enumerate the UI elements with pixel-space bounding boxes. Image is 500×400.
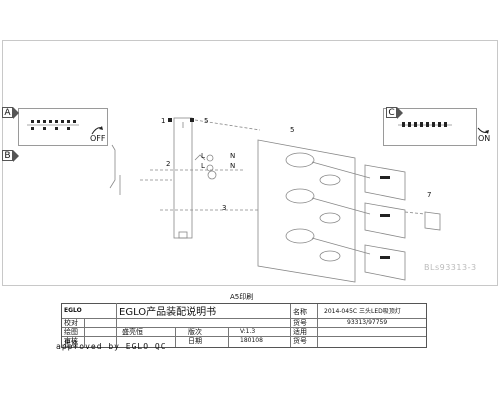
item-no-label: 货号 bbox=[293, 319, 307, 327]
version-value: V:1.3 bbox=[240, 328, 256, 335]
item-no: 93313/97759 bbox=[347, 319, 388, 326]
callout-5-marker: 5 bbox=[290, 126, 295, 134]
name-label: 名称 bbox=[293, 308, 307, 316]
terminal-l-top: L bbox=[201, 152, 205, 160]
drawing-watermark: BLs93313-3 bbox=[424, 263, 477, 272]
item-no-label-2: 货号 bbox=[293, 337, 307, 345]
assembly-drawing bbox=[109, 117, 441, 283]
panel-a bbox=[18, 108, 108, 146]
callout-7: 7 bbox=[427, 191, 432, 199]
eglo-logo: EGLO bbox=[64, 307, 82, 314]
panel-c-state: ON bbox=[478, 134, 491, 143]
callout-1: 1 bbox=[161, 117, 166, 125]
title-block: EGLO EGLO产品装配说明书 校对 名称 2014-045C 三头LED吸顶… bbox=[61, 303, 427, 348]
approved-by: approved by EGLO QC bbox=[56, 342, 167, 351]
panel-c-pointer-icon bbox=[397, 107, 403, 119]
drawn-by: 盛亮恒 bbox=[122, 328, 143, 336]
panel-a-pointer-icon bbox=[13, 107, 19, 119]
switch-dots-icon bbox=[27, 120, 79, 130]
panel-a-state: OFF bbox=[90, 134, 106, 143]
terminal-n-top: N bbox=[230, 152, 236, 160]
terminal-n-bottom: N bbox=[230, 162, 236, 170]
panel-a-switch-graphic bbox=[27, 117, 79, 133]
print-note: A5印刷 bbox=[230, 293, 254, 301]
switch-dots-icon bbox=[398, 122, 452, 127]
panel-b-pointer-icon bbox=[13, 150, 19, 162]
callout-2: 2 bbox=[166, 160, 171, 168]
panel-b-tag: B bbox=[2, 150, 13, 161]
callout-3: 3 bbox=[222, 204, 227, 212]
date-label: 日期 bbox=[188, 337, 202, 345]
panel-c-tag: C bbox=[386, 107, 397, 118]
product-title: EGLO产品装配说明书 bbox=[119, 307, 217, 318]
callout-5: 5 bbox=[204, 117, 209, 125]
rotate-arrow-icon bbox=[477, 127, 489, 134]
review-label: 审核 bbox=[64, 337, 78, 345]
checked-label: 校对 bbox=[64, 319, 78, 327]
product-name: 2014-045C 三头LED吸顶灯 bbox=[324, 308, 401, 315]
panel-a-tag: A bbox=[2, 107, 13, 118]
version-label: 版次 bbox=[188, 328, 202, 336]
drawn-label: 绘图 bbox=[64, 328, 78, 336]
date-value: 180108 bbox=[240, 337, 263, 344]
drawing-sheet bbox=[2, 40, 498, 286]
applies-label: 适用 bbox=[293, 328, 307, 336]
terminal-l-bottom: L bbox=[201, 162, 205, 170]
rotate-arrow-icon bbox=[91, 126, 103, 135]
approve-label: 批准 bbox=[64, 340, 78, 348]
